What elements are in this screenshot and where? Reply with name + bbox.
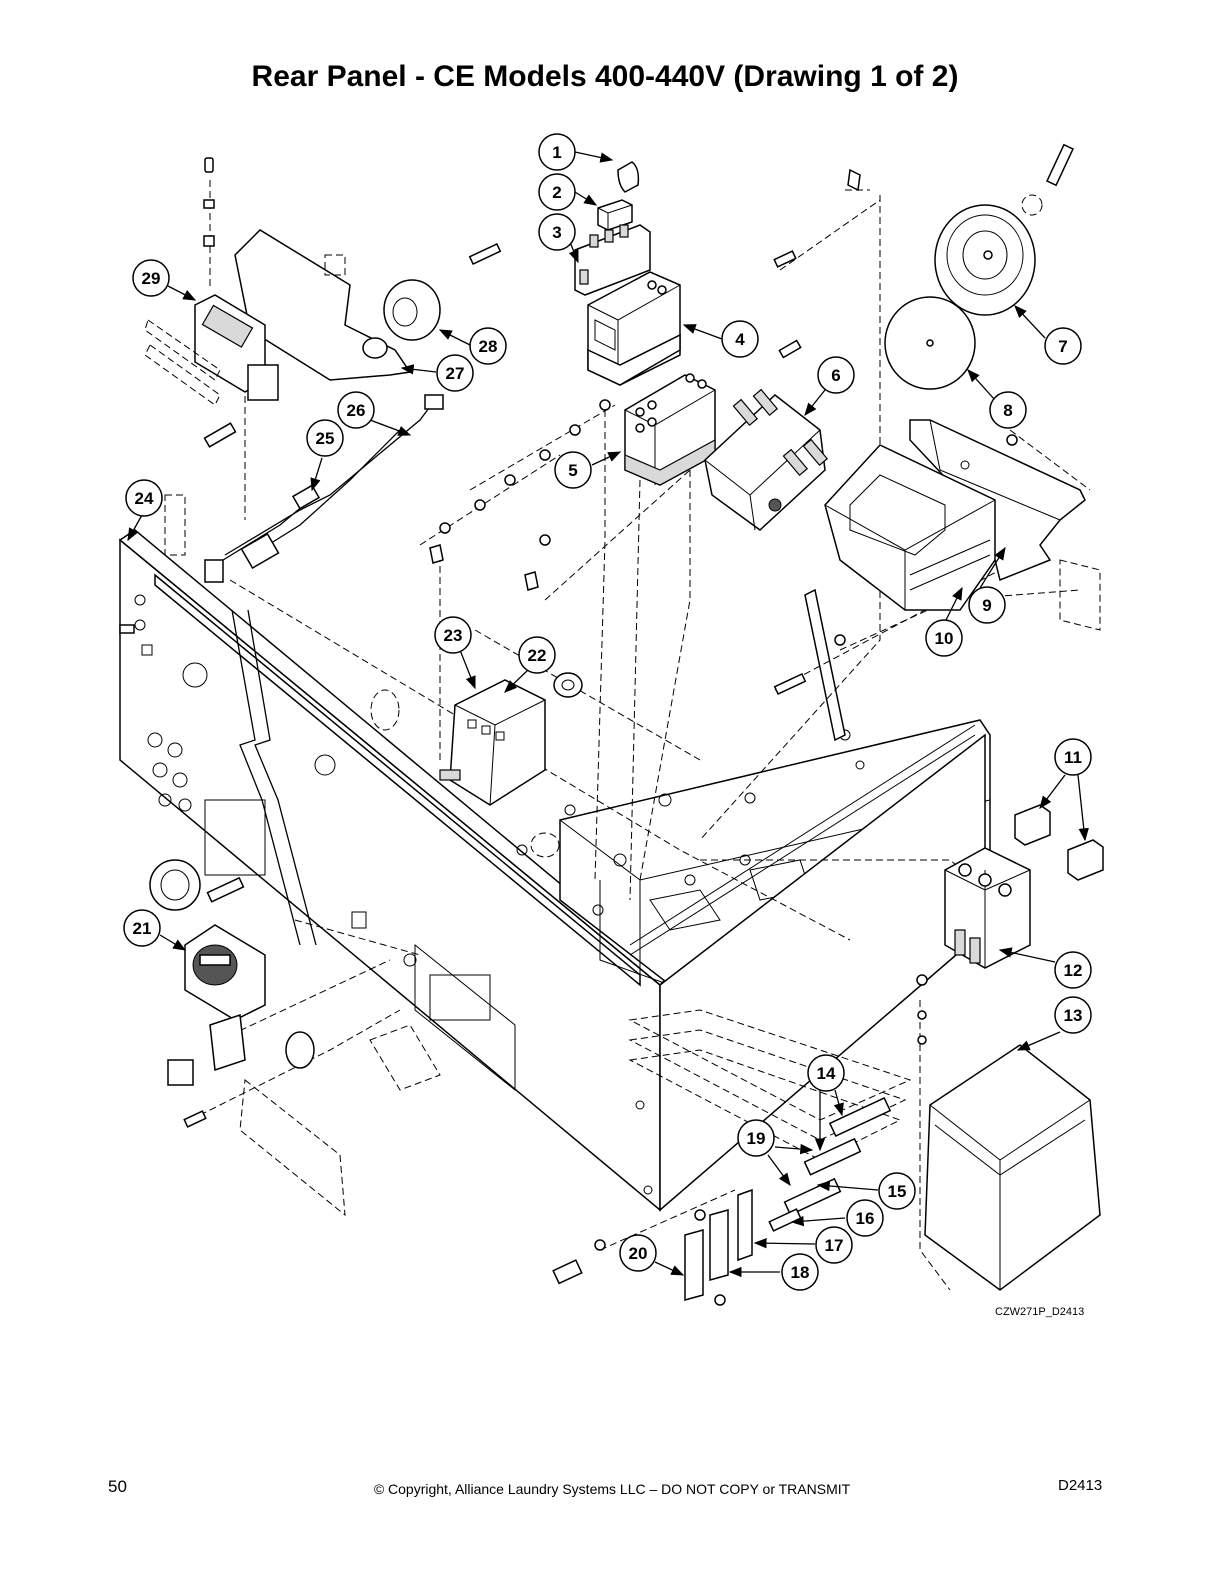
part-22-grommet <box>553 672 583 698</box>
drawing-code: CZW271P_D2413 <box>995 1306 1085 1318</box>
copyright-notice: © Copyright, Alliance Laundry Systems LL… <box>373 1481 851 1497</box>
assembly-dashed-lines <box>189 180 1101 1291</box>
svg-text:14: 14 <box>817 1064 836 1083</box>
svg-text:1: 1 <box>552 143 561 162</box>
svg-text:11: 11 <box>1064 748 1082 767</box>
svg-text:27: 27 <box>446 364 465 383</box>
document-code: D2413 <box>1058 1477 1103 1494</box>
part-2-aux-block <box>597 199 633 231</box>
callout-4: 4 <box>721 320 759 358</box>
svg-text:12: 12 <box>1064 961 1083 980</box>
svg-text:29: 29 <box>142 269 161 288</box>
callout-26: 26 <box>337 391 375 429</box>
svg-text:23: 23 <box>444 626 463 645</box>
callout-21: 21 <box>123 909 161 947</box>
part-8-disc <box>884 296 976 390</box>
part-4-contactor <box>587 271 681 386</box>
callout-5: 5 <box>554 451 592 489</box>
rear-panel-plate <box>118 529 672 1212</box>
callout-23: 23 <box>434 616 472 654</box>
callout-13: 13 <box>1054 996 1092 1034</box>
callout-10: 10 <box>925 619 963 657</box>
leader-lines <box>127 151 1089 1278</box>
callout-17: 17 <box>815 1226 853 1264</box>
callout-20: 20 <box>619 1234 657 1272</box>
hardware-fasteners <box>119 143 1074 1306</box>
svg-text:2: 2 <box>552 183 561 202</box>
callout-14: 14 <box>807 1054 845 1092</box>
callout-22: 22 <box>518 636 556 674</box>
part-21-disconnect-handle <box>167 924 266 1086</box>
part-13-transformer <box>924 1044 1101 1291</box>
callout-27: 27 <box>436 354 474 392</box>
svg-text:6: 6 <box>831 366 840 385</box>
callout-25: 25 <box>306 419 344 457</box>
svg-text:20: 20 <box>629 1244 648 1263</box>
svg-text:26: 26 <box>347 401 366 420</box>
svg-text:10: 10 <box>935 629 954 648</box>
svg-text:18: 18 <box>791 1263 810 1282</box>
svg-text:5: 5 <box>568 461 577 480</box>
parts-27-29-bracket-assembly <box>144 229 441 406</box>
callout-2: 2 <box>538 173 576 211</box>
svg-text:22: 22 <box>528 646 547 665</box>
callout-24: 24 <box>125 479 163 517</box>
part-7-cover <box>934 194 1043 316</box>
parts-14-19-fuse-assembly <box>684 1096 892 1301</box>
svg-text:28: 28 <box>479 337 498 356</box>
part-3-terminal-block <box>574 224 651 296</box>
callout-1: 1 <box>538 133 576 171</box>
callout-8: 8 <box>989 391 1027 429</box>
svg-text:3: 3 <box>552 223 561 242</box>
part-1-knob <box>617 161 640 193</box>
part-10-transformer <box>824 444 996 611</box>
parts-25-26-harness <box>164 394 444 583</box>
svg-text:24: 24 <box>135 489 154 508</box>
page-title: Rear Panel - CE Models 400-440V (Drawing… <box>251 60 959 93</box>
svg-text:4: 4 <box>735 330 745 349</box>
svg-text:15: 15 <box>888 1182 907 1201</box>
callout-15: 15 <box>878 1172 916 1210</box>
part-5-contactor <box>624 373 716 486</box>
part-6-transformer <box>704 388 829 531</box>
callout-12: 12 <box>1054 951 1092 989</box>
part-12-contactor <box>944 847 1031 969</box>
svg-text:8: 8 <box>1003 401 1012 420</box>
part-23-circuit-breaker <box>439 679 546 806</box>
callout-19: 19 <box>737 1119 775 1157</box>
callout-3: 3 <box>538 213 576 251</box>
callout-28: 28 <box>469 327 507 365</box>
callout-11: 11 <box>1054 738 1092 776</box>
svg-text:13: 13 <box>1064 1006 1083 1025</box>
callout-29: 29 <box>132 259 170 297</box>
cable-glands <box>149 689 560 1069</box>
callout-7: 7 <box>1044 327 1082 365</box>
svg-text:19: 19 <box>747 1129 766 1148</box>
callout-9: 9 <box>968 586 1006 624</box>
callout-16: 16 <box>846 1199 884 1237</box>
callout-18: 18 <box>781 1253 819 1291</box>
part-11-aux-contacts <box>1014 804 1104 881</box>
svg-text:17: 17 <box>825 1236 844 1255</box>
svg-text:16: 16 <box>856 1209 875 1228</box>
svg-text:9: 9 <box>982 596 991 615</box>
svg-text:25: 25 <box>316 429 335 448</box>
svg-text:7: 7 <box>1058 337 1067 356</box>
callout-6: 6 <box>817 356 855 394</box>
svg-text:21: 21 <box>133 919 152 938</box>
page-number: 50 <box>108 1477 127 1496</box>
